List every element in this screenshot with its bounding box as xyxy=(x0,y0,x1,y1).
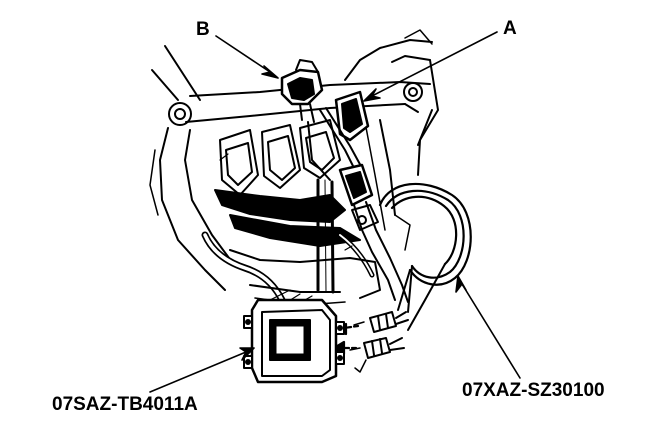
leader-lines xyxy=(149,31,521,393)
tester-plugs xyxy=(349,311,409,373)
callout-b: B xyxy=(196,19,210,40)
tool-label-test-cable: 07XAZ-SZ30100 xyxy=(462,380,605,401)
connector-b xyxy=(280,59,324,123)
connector-a xyxy=(319,90,370,171)
tester-box xyxy=(243,298,345,384)
engine-structure xyxy=(149,29,439,306)
callout-a: A xyxy=(503,18,517,39)
tool-label-tester-box: 07SAZ-TB4011A xyxy=(52,394,198,415)
coiled-test-cable xyxy=(378,182,472,331)
wire-harness xyxy=(307,121,409,303)
